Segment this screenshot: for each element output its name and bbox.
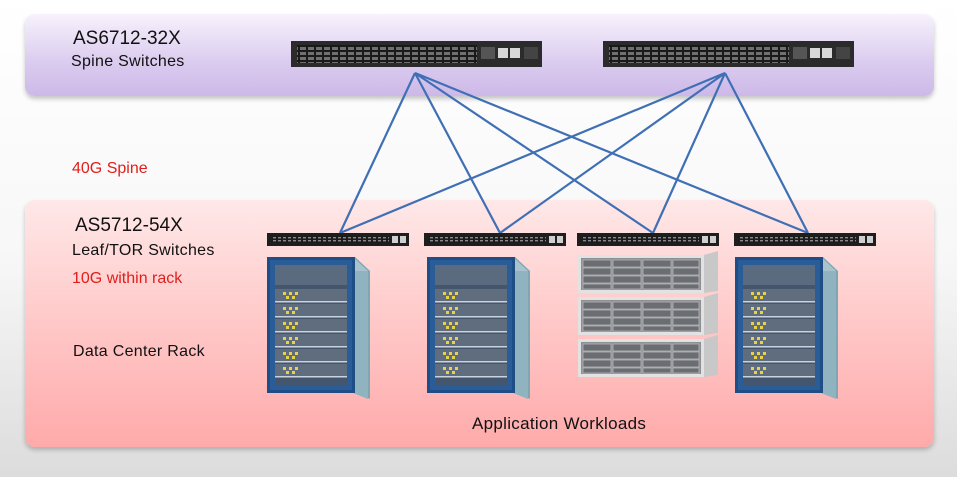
- storage-array-icon: [577, 250, 719, 378]
- rack-label: Data Center Rack: [73, 343, 205, 360]
- link-line: [414, 72, 501, 234]
- uplink-lines: [339, 71, 809, 235]
- link-line: [339, 72, 416, 234]
- spine-speed-label: 40G Spine: [72, 160, 148, 177]
- spine-switch-icon: [291, 41, 542, 67]
- spine-model-label: AS6712-32X: [73, 28, 181, 49]
- leaf-speed-label: 10G within rack: [72, 270, 183, 287]
- spine-switch-icon: [603, 41, 854, 67]
- leaf-switch-icon: [734, 233, 876, 246]
- link-line: [651, 72, 727, 234]
- leaf-model-label: AS5712-54X: [75, 215, 183, 236]
- server-rack-icon: [267, 257, 370, 399]
- server-rack-icon: [427, 257, 530, 399]
- link-line: [499, 72, 726, 234]
- leaf-switch-icon: [577, 233, 719, 246]
- leaf-role-label: Leaf/TOR Switches: [72, 242, 215, 259]
- link-line: [339, 71, 726, 235]
- leaf-switch-icon: [424, 233, 566, 246]
- link-line: [724, 72, 809, 234]
- workloads-label: Application Workloads: [472, 414, 647, 433]
- server-rack-icon: [735, 257, 838, 399]
- leaf-switch-icon: [267, 233, 409, 246]
- spine-role-label: Spine Switches: [71, 53, 185, 70]
